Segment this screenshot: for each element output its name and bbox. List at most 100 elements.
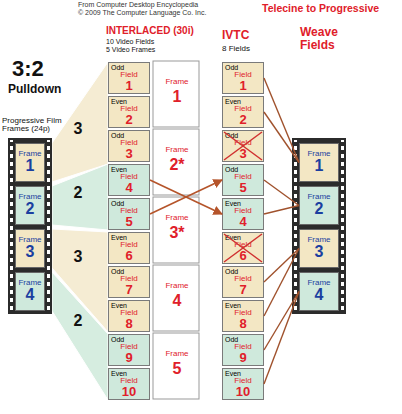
weave-line [264, 292, 299, 385]
field-parity: Even [111, 98, 127, 105]
video-field: OddField9 [222, 334, 264, 366]
drop-cross [224, 132, 262, 160]
frame-word: Frame [18, 279, 41, 287]
field-parity: Odd [225, 166, 238, 173]
video-field: OddField7 [222, 266, 264, 298]
field-parity: Odd [225, 64, 238, 71]
video-field: EvenField2 [222, 96, 264, 128]
field-number: 9 [239, 351, 246, 364]
frame-word: Frame [18, 150, 41, 158]
video-field: OddField1 [108, 62, 150, 94]
video-field: EvenField10 [108, 368, 150, 400]
field-parity: Odd [111, 336, 124, 343]
frame-bracket [153, 265, 199, 331]
video-field: OddField3 [108, 130, 150, 162]
frame-number: 2 [26, 201, 35, 217]
frame-word: Frame [18, 193, 41, 201]
video-field: EvenField8 [108, 300, 150, 332]
weave-line [264, 78, 299, 163]
frame-number: 1 [156, 89, 198, 106]
weave-line [264, 180, 299, 206]
field-parity: Even [225, 302, 241, 309]
credit-note: © 2009 The Computer Language Co. Inc. [78, 9, 248, 16]
field-word: Field [120, 241, 137, 249]
sprocket-holes [47, 140, 50, 312]
video-field: EvenField6 [222, 232, 264, 264]
frame-bracket [153, 333, 199, 399]
weave-line [264, 249, 299, 317]
column-heading: INTERLACED (30i) [106, 26, 226, 37]
strip-caption: Progressive Film Frames (24p) [2, 117, 74, 134]
frame-number: 3* [156, 225, 198, 242]
frame-number: 4 [315, 287, 324, 303]
field-number: 5 [125, 215, 132, 228]
frame-number: 4 [156, 293, 198, 310]
field-number: 2 [125, 113, 132, 126]
field-count: 3 [70, 249, 86, 266]
frame-number: 1 [315, 158, 324, 174]
column-note: 10 Video Fields [106, 38, 196, 45]
field-parity: Even [225, 370, 241, 377]
frame-word: Frame [18, 236, 41, 244]
frame-word: Frame [307, 279, 330, 287]
frame-number: 2* [156, 157, 198, 174]
drop-cross [224, 234, 262, 262]
video-field: EvenField4 [108, 164, 150, 196]
field-word: Field [234, 309, 251, 317]
film-frame: Frame2 [299, 186, 339, 225]
weave-line [264, 292, 299, 351]
field-parity: Odd [111, 200, 124, 207]
column-note: 8 Fields [222, 45, 282, 53]
frame-number: 3 [315, 244, 324, 260]
field-count: 2 [70, 313, 86, 330]
film-frame: Frame1 [299, 143, 339, 182]
weave-line [264, 249, 299, 283]
video-field: EvenField8 [222, 300, 264, 332]
field-parity: Even [111, 166, 127, 173]
pulldown-wedge [52, 164, 108, 230]
field-count: 3 [70, 121, 86, 138]
film-strip [292, 138, 346, 314]
frame-word: Frame [156, 282, 198, 290]
film-frame: Frame3 [15, 229, 45, 268]
field-word: Field [120, 139, 137, 147]
field-word: Field [120, 207, 137, 215]
field-word: Field [120, 173, 137, 181]
field-word: Field [120, 343, 137, 351]
pulldown-wedge [52, 229, 108, 332]
field-number: 2 [239, 113, 246, 126]
video-field: OddField7 [108, 266, 150, 298]
field-number: 8 [239, 317, 246, 330]
frame-word: Frame [307, 236, 330, 244]
field-number: 5 [239, 181, 246, 194]
field-word: Field [234, 139, 251, 147]
frame-word: Frame [156, 146, 198, 154]
field-parity: Odd [111, 268, 124, 275]
field-parity: Even [111, 234, 127, 241]
field-parity: Odd [225, 132, 238, 139]
field-swap-arrow [150, 180, 222, 214]
field-parity: Odd [225, 268, 238, 275]
frame-word: Frame [307, 150, 330, 158]
field-number: 6 [239, 249, 246, 262]
video-field: OddField3 [222, 130, 264, 162]
video-field: EvenField4 [222, 198, 264, 230]
video-field: OddField5 [108, 198, 150, 230]
film-frame: Frame4 [299, 272, 339, 311]
field-parity: Even [111, 370, 127, 377]
credit-note: From Computer Desktop Encyclopedia [78, 1, 248, 8]
frame-word: Frame [307, 193, 330, 201]
field-number: 1 [125, 79, 132, 92]
field-parity: Even [111, 302, 127, 309]
film-frame: Frame2 [15, 186, 45, 225]
field-word: Field [234, 377, 251, 385]
film-frame: Frame4 [15, 272, 45, 311]
field-word: Field [120, 377, 137, 385]
field-word: Field [234, 207, 251, 215]
diagram-title: Telecine to Progressive [262, 3, 379, 14]
film-frame: Frame3 [299, 229, 339, 268]
weave-line [264, 206, 299, 215]
ratio-heading: Pulldown [8, 83, 78, 96]
field-parity: Even [225, 200, 241, 207]
